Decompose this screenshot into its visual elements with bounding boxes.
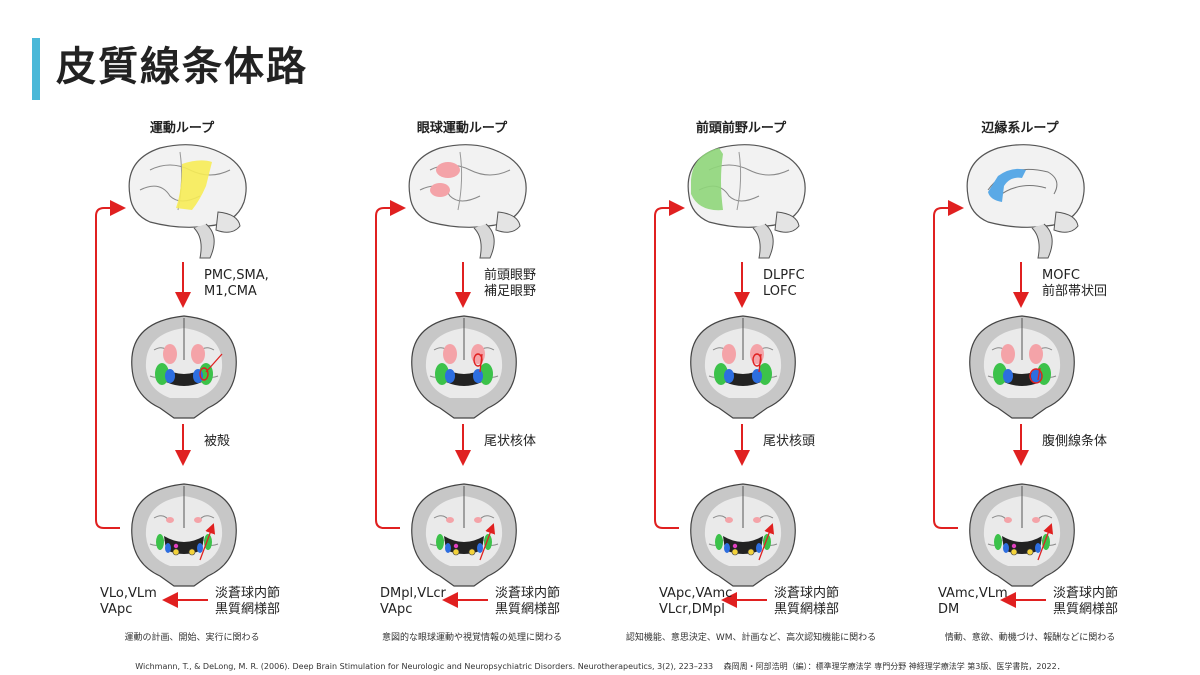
cortex-label: DLPFC LOFC xyxy=(763,268,805,299)
nuclei-label: 淡蒼球内節 黒質網様部 xyxy=(774,586,840,617)
function-description: 情動、意欲、動機づけ、報酬などに関わる xyxy=(944,633,1116,643)
loop-diagram-oculomotor xyxy=(375,144,527,608)
thalamus-label: DMpl,VLcr VApc xyxy=(380,586,446,617)
loop-diagram-prefrontal xyxy=(654,144,806,608)
brain-lateral-figure xyxy=(128,144,247,259)
arrow-internal-1 xyxy=(1037,367,1041,381)
title-accent-bar xyxy=(32,38,40,100)
arrow-internal-1 xyxy=(758,353,762,373)
striatum-label: 腹側線条体 xyxy=(1042,434,1108,449)
loop-column-prefrontal: 前頭前野ループ xyxy=(626,0,921,675)
loop-diagram-limbic xyxy=(933,144,1085,608)
nuclei-label: 淡蒼球内節 黒質網様部 xyxy=(1053,586,1119,617)
nuclei-label: 淡蒼球内節 黒質網様部 xyxy=(495,586,561,617)
thalamus-label: VAmc,VLm DM xyxy=(938,586,1008,617)
loop-title: 前頭前野ループ xyxy=(695,121,787,136)
brain-lateral-figure xyxy=(408,144,527,259)
arrow-internal-1 xyxy=(479,353,483,373)
function-description: 認知機能、意思決定、WM、計画など、高次認知機能に関わる xyxy=(625,633,877,643)
loop-title: 運動ループ xyxy=(149,121,215,136)
loop-title: 辺縁系ループ xyxy=(981,121,1059,136)
arrow-internal-1 xyxy=(205,353,223,373)
coronal-output-figure xyxy=(131,483,237,587)
function-description: 運動の計画、開始、実行に関わる xyxy=(124,633,260,643)
arrow-internal-2 xyxy=(758,523,775,561)
arrow-thalamus-to-cortex xyxy=(654,200,685,529)
arrow-thalamus-to-cortex xyxy=(933,200,964,529)
striatum-label: 尾状核頭 xyxy=(763,434,816,449)
citation: Wichmann, T., & DeLong, M. R. (2006). De… xyxy=(135,662,1065,671)
coronal-striatum-figure xyxy=(131,315,237,419)
brain-lateral-figure xyxy=(966,144,1085,259)
thalamus-label: VApc,VAmc VLcr,DMpl xyxy=(659,586,733,617)
loop-column-motor: 運動ループ xyxy=(82,0,362,675)
loop-column-limbic: 辺縁系ループ xyxy=(920,0,1200,675)
cortex-label: MOFC 前部帯状回 xyxy=(1042,268,1108,299)
coronal-output-figure xyxy=(690,483,796,587)
brain-lateral-figure xyxy=(687,144,806,259)
arrow-internal-2 xyxy=(1037,523,1054,561)
cortex-label: PMC,SMA, M1,CMA xyxy=(204,268,269,299)
arrow-internal-2 xyxy=(199,523,216,561)
coronal-output-figure xyxy=(969,483,1075,587)
nuclei-label: 淡蒼球内節 黒質網様部 xyxy=(215,586,281,617)
coronal-striatum-figure xyxy=(690,315,796,419)
loop-column-oculomotor: 眼球運動ループ xyxy=(362,0,642,675)
coronal-striatum-figure xyxy=(969,315,1075,419)
thalamus-label: VLo,VLm VApc xyxy=(100,586,157,617)
loop-title: 眼球運動ループ xyxy=(416,121,508,136)
function-description: 意図的な眼球運動や視覚情報の処理に関わる xyxy=(381,633,562,643)
arrow-thalamus-to-cortex xyxy=(95,200,126,529)
coronal-output-figure xyxy=(411,483,517,587)
arrow-internal-2 xyxy=(479,523,496,561)
coronal-striatum-figure xyxy=(411,315,517,419)
loop-diagram-motor xyxy=(95,144,247,608)
striatum-label: 尾状核体 xyxy=(484,434,537,449)
striatum-label: 被殻 xyxy=(204,434,231,449)
arrow-thalamus-to-cortex xyxy=(375,200,406,529)
cortex-label: 前頭眼野 補足眼野 xyxy=(484,268,537,299)
page-title: 皮質線条体路 xyxy=(56,44,308,90)
